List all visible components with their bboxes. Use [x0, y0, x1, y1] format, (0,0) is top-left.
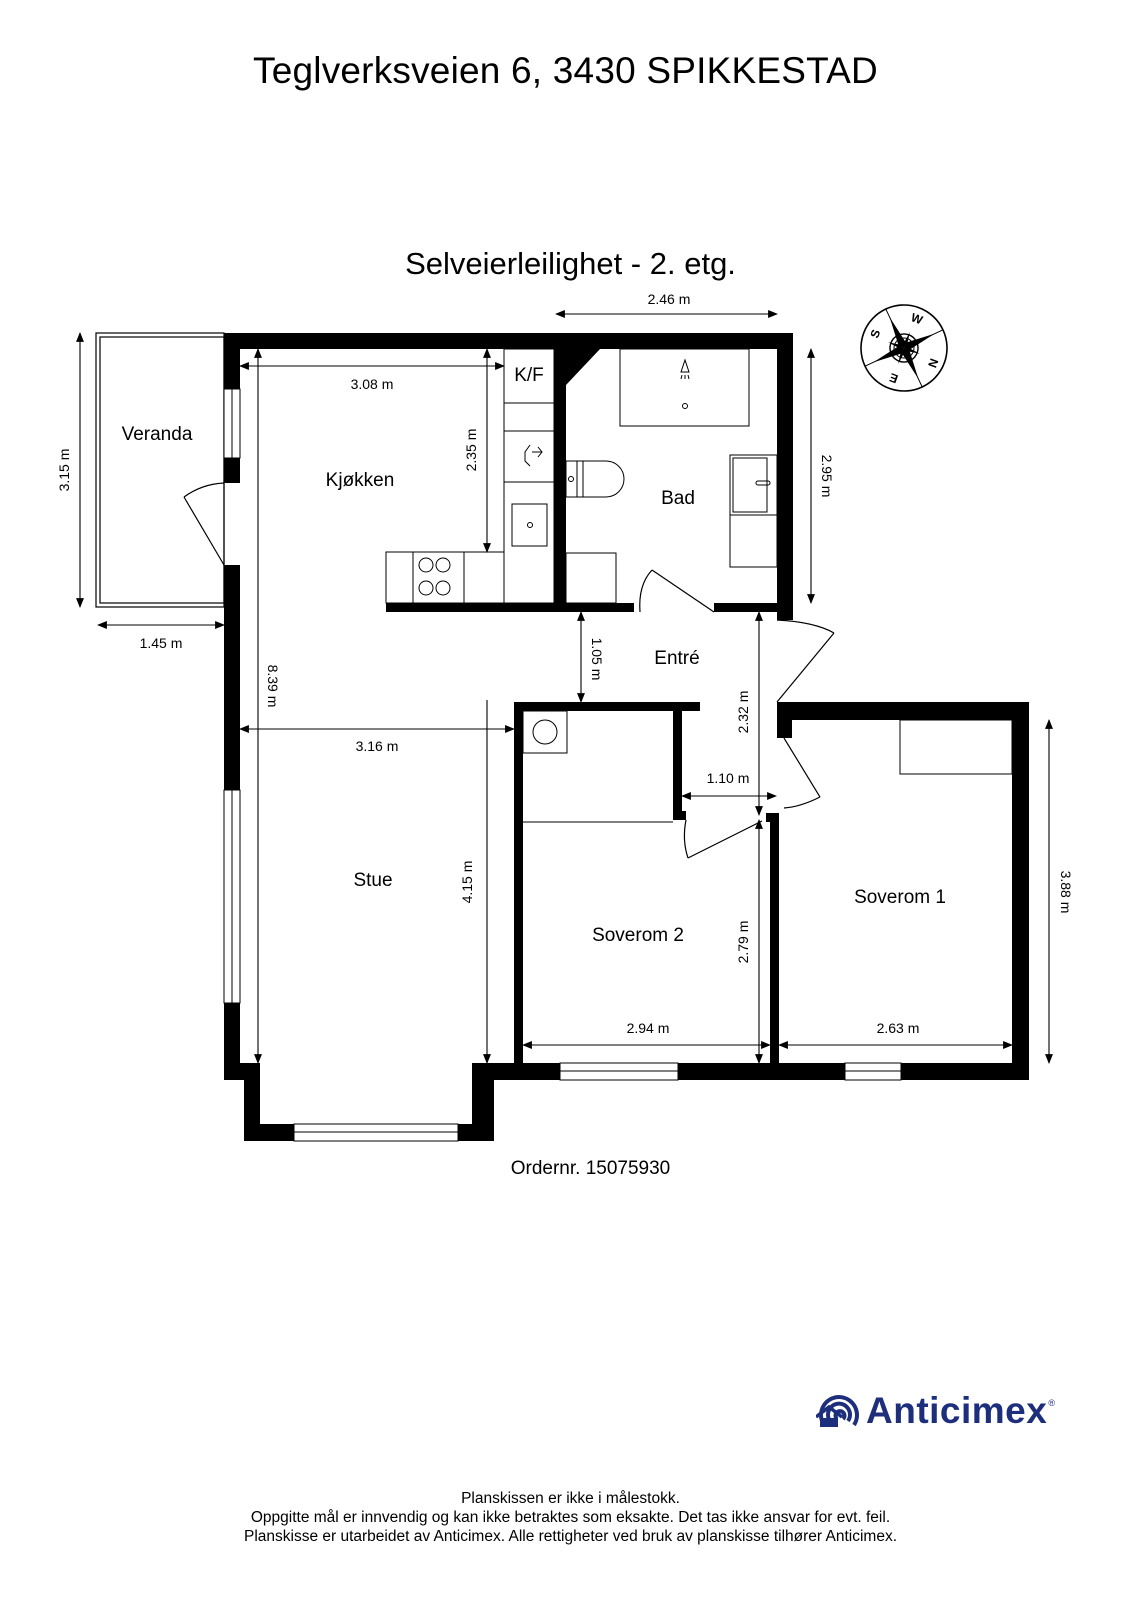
veranda-outline	[95, 332, 225, 608]
room-label-kjokken: Kjøkken	[326, 470, 395, 491]
windows	[223, 388, 902, 1142]
dim-kjokken-width: 3.08 m	[351, 376, 394, 392]
dim-kjokken-depth: 2.35 m	[463, 429, 479, 472]
dim-soverom2-height: 2.79 m	[735, 921, 751, 964]
dim-veranda-height: 3.15 m	[56, 449, 72, 492]
room-label-stue: Stue	[353, 870, 392, 891]
fixtures	[385, 348, 1013, 823]
room-label-entre: Entré	[654, 648, 699, 669]
dim-entre-gap: 1.05 m	[589, 638, 605, 681]
dim-bad-width: 2.46 m	[648, 291, 691, 307]
registered-mark: ®	[1048, 1398, 1055, 1408]
dim-soverom2-width: 2.94 m	[627, 1020, 670, 1036]
brand-name: Anticimex	[866, 1390, 1048, 1431]
dim-bad-height: 2.95 m	[819, 455, 835, 498]
anticimex-logo: Anticimex ®	[816, 1388, 1055, 1434]
dim-veranda-width: 1.45 m	[140, 635, 183, 651]
kitchen-sink	[511, 503, 548, 547]
compass-label-w: W	[909, 310, 925, 327]
disclaimer-line-3: Planskisse er utarbeidet av Anticimex. A…	[243, 1528, 897, 1545]
dim-stue-depth: 4.15 m	[459, 861, 475, 904]
dim-soverom1-width: 2.63 m	[877, 1020, 920, 1036]
compass-label-e: E	[888, 370, 900, 386]
unit-floor-subtitle: Selveierleilighet - 2. etg.	[405, 246, 736, 281]
room-label-veranda: Veranda	[122, 424, 193, 445]
room-label-bad: Bad	[661, 488, 695, 509]
anticimex-logo-icon	[816, 1395, 859, 1427]
compass-rose-icon: S W N E	[860, 304, 948, 392]
stove	[412, 551, 465, 604]
order-number: Ordernr. 15075930	[510, 1158, 671, 1179]
room-label-soverom-2: Soverom 2	[592, 925, 684, 946]
dimension-lines	[76, 310, 1053, 1064]
dim-entre-length: 2.32 m	[735, 691, 751, 734]
dim-total-length: 8.39 m	[265, 665, 281, 708]
dim-stue-width: 3.16 m	[356, 738, 399, 754]
doors	[183, 482, 835, 859]
dishwasher	[503, 430, 555, 483]
disclaimer: Planskissen er ikke i målestokk. Oppgitt…	[0, 1489, 1131, 1546]
dim-soverom1-height: 3.88 m	[1058, 871, 1074, 914]
compass-label-n: N	[925, 357, 941, 370]
disclaimer-line-2: Oppgitte mål er innvendig og kan ikke be…	[250, 1509, 891, 1526]
room-label-soverom-1: Soverom 1	[854, 887, 946, 908]
dim-hall-width: 1.10 m	[707, 770, 750, 786]
property-address-title: Teglverksveien 6, 3430 SPIKKESTAD	[253, 50, 878, 91]
disclaimer-line-1: Planskissen er ikke i målestokk.	[461, 1490, 680, 1507]
room-label-kf: K/F	[514, 365, 544, 386]
compass-label-s: S	[867, 328, 883, 340]
